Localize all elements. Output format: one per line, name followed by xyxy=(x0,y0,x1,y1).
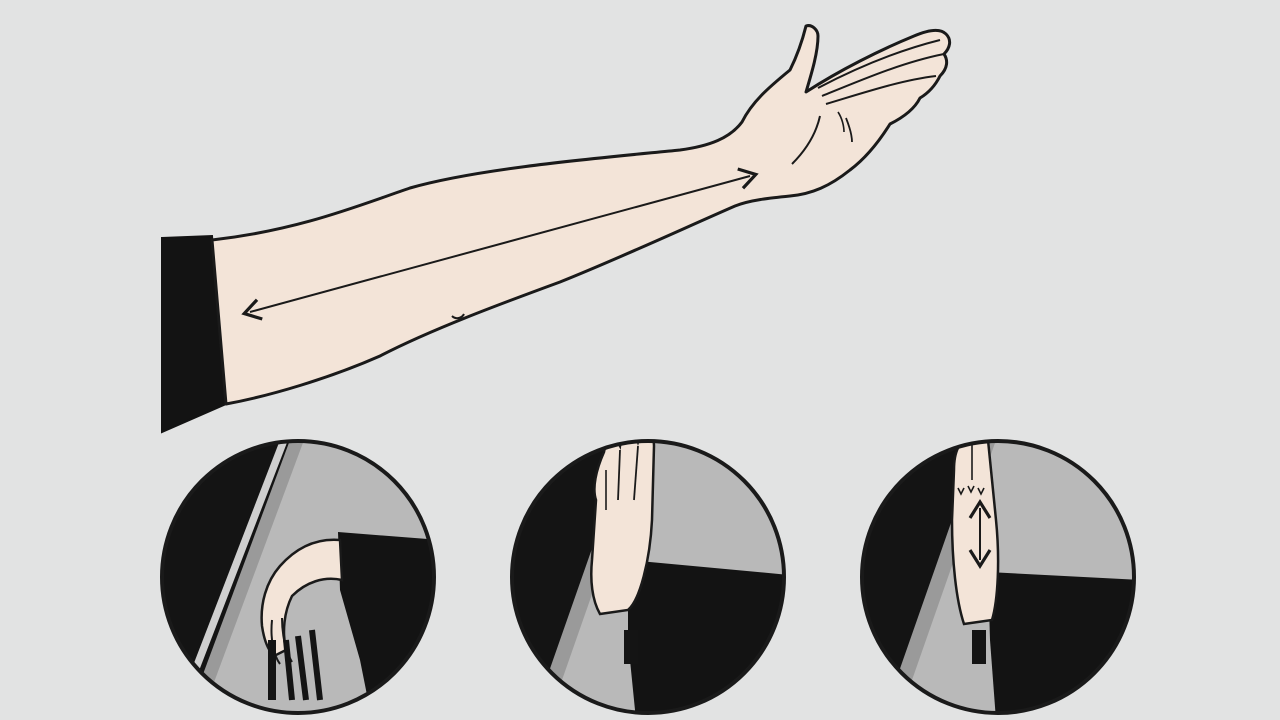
stretch-arrow xyxy=(241,167,759,321)
panel-hand-raised-flat xyxy=(510,439,786,715)
arm-skin xyxy=(210,24,952,406)
extended-arm xyxy=(161,24,952,434)
panel-hand-raised-arrow xyxy=(860,439,1136,715)
panel-hand-bent-down xyxy=(160,439,436,715)
palm-crease xyxy=(791,115,821,165)
